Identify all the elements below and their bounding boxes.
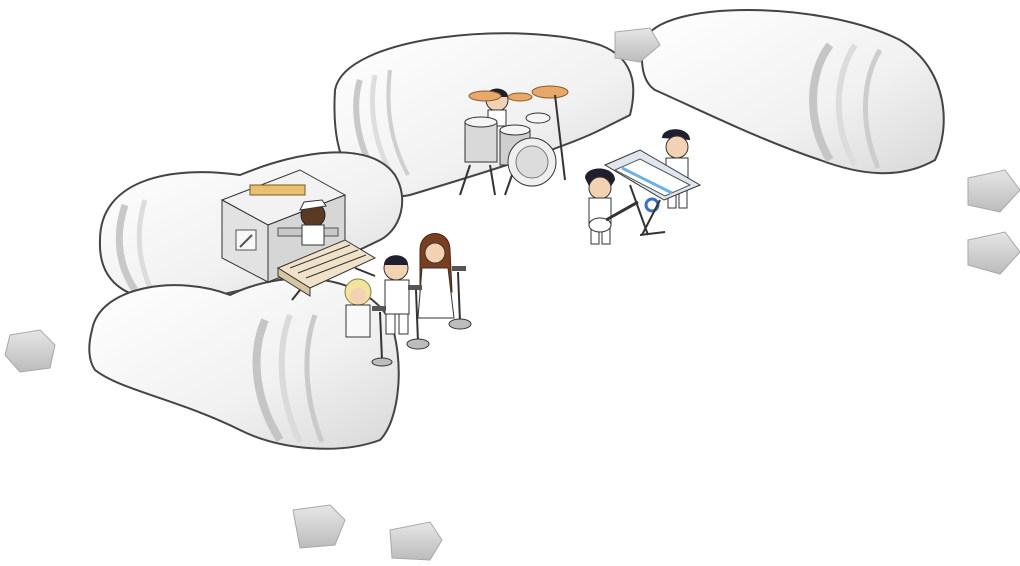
guitarist-avatar[interactable] <box>585 168 615 245</box>
keytar-stand[interactable] <box>603 149 702 236</box>
mic-stand[interactable] <box>371 266 472 367</box>
singer-blonde-avatar[interactable] <box>344 278 372 338</box>
electric-guitar[interactable] <box>588 200 639 233</box>
drum-kit[interactable] <box>459 85 569 196</box>
singer-boy-avatar[interactable] <box>383 255 410 335</box>
synth-player-avatar[interactable] <box>299 199 327 246</box>
singer-girl-avatar[interactable] <box>417 233 455 319</box>
cloud-bubble-right[interactable] <box>641 9 945 175</box>
stone-rock <box>4 27 1020 561</box>
cloud-bubble-left-front[interactable] <box>88 277 400 450</box>
amp-stack[interactable] <box>220 169 347 283</box>
synthesizer[interactable] <box>276 239 377 301</box>
